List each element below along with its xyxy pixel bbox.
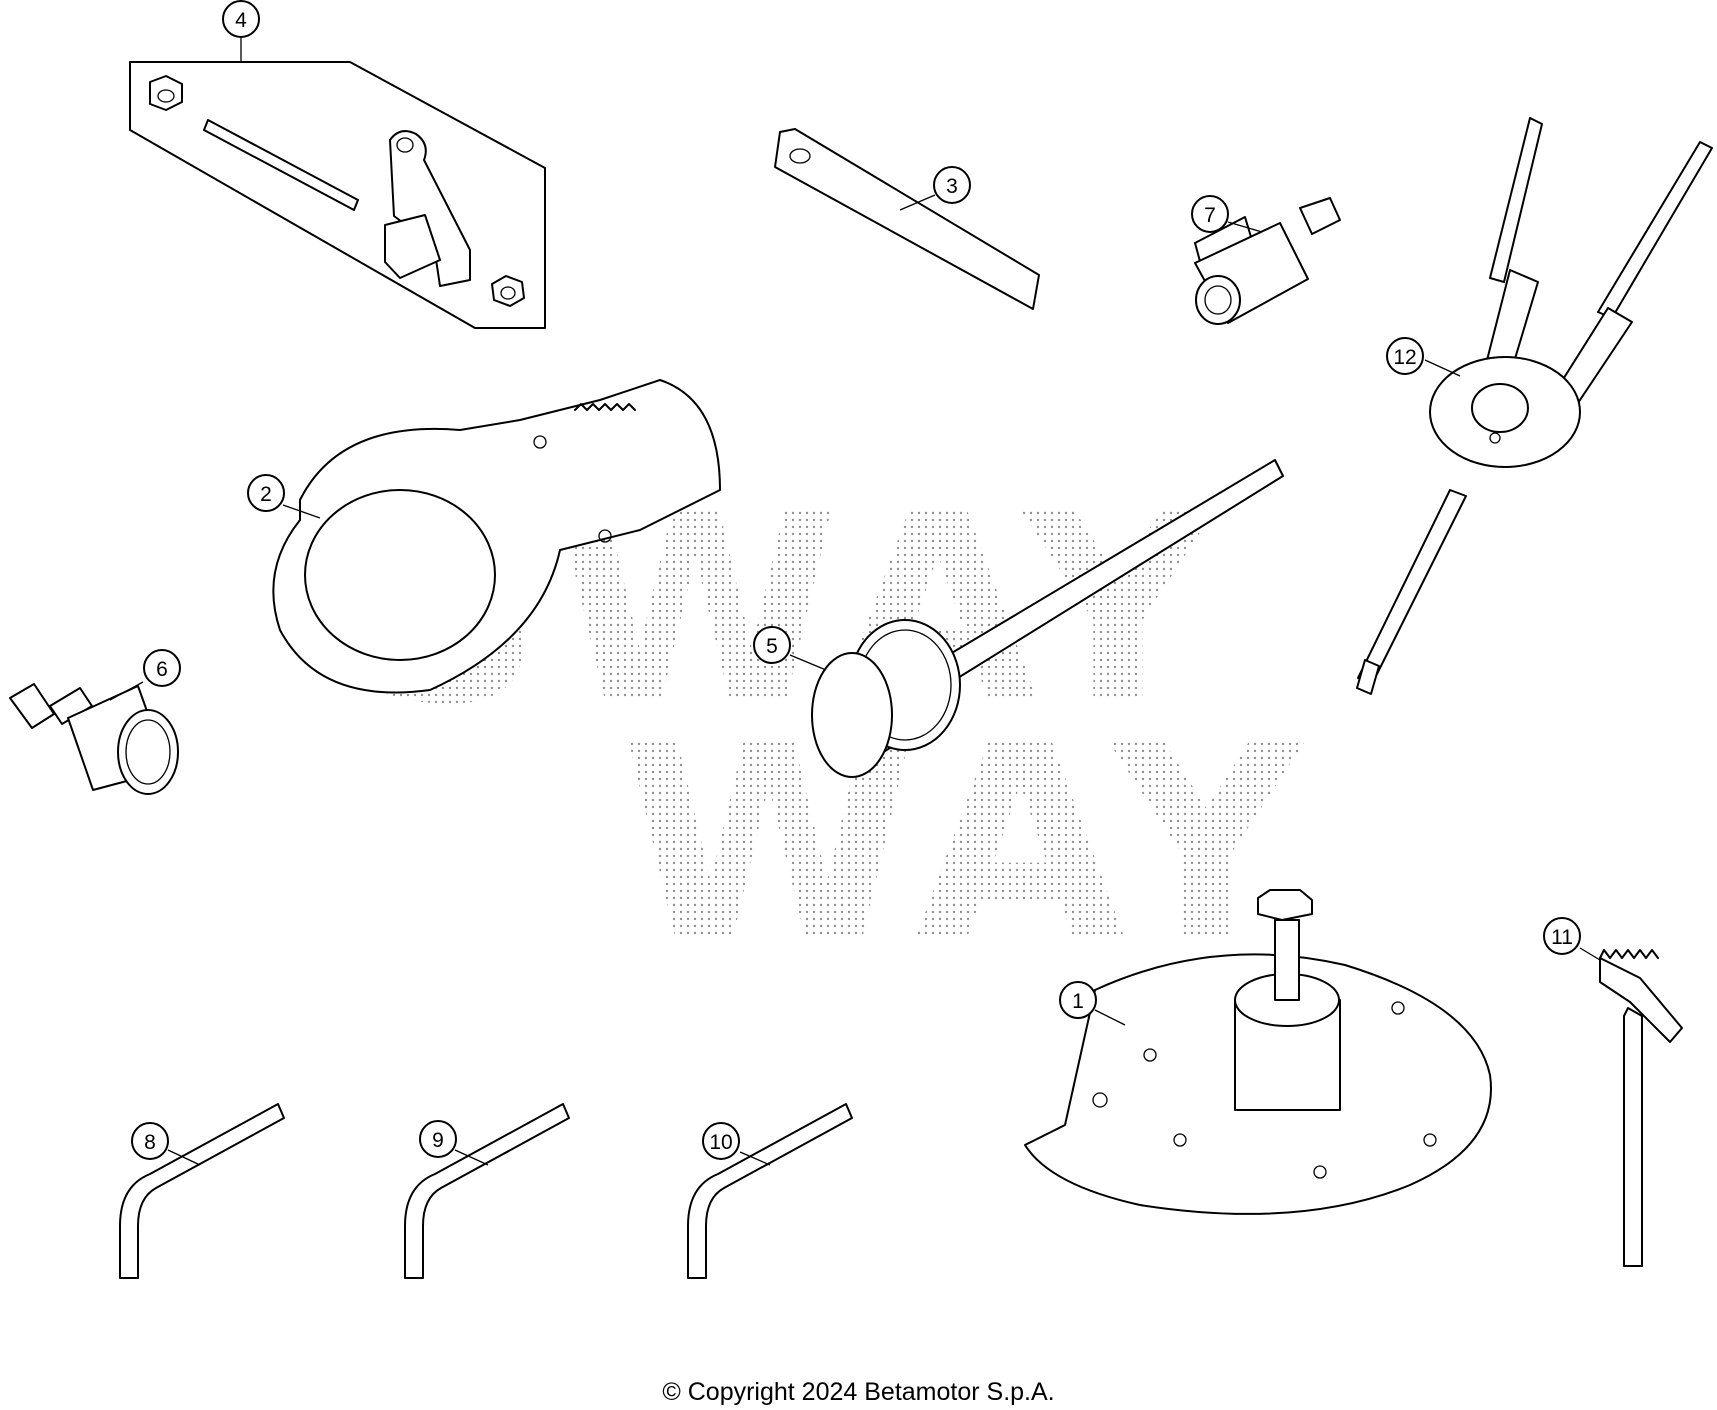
callout-4: 4 — [222, 0, 260, 38]
callout-circle — [1386, 337, 1424, 375]
callout-label: 8 — [144, 1131, 156, 1154]
callout-circle — [753, 626, 791, 664]
callout-label: 5 — [766, 635, 778, 658]
callout-1: 1 — [1059, 981, 1097, 1019]
callout-label: 7 — [1204, 204, 1216, 227]
part-12-fork-tool — [1356, 117, 1713, 695]
callout-circle — [131, 1122, 169, 1160]
callout-label: 4 — [235, 9, 247, 32]
callout-circle — [143, 649, 181, 687]
callout-8: 8 — [131, 1122, 169, 1160]
callout-label: 1 — [1072, 990, 1084, 1013]
part-4-tool-kit — [129, 61, 546, 329]
callout-6: 6 — [143, 649, 181, 687]
callout-7: 7 — [1191, 195, 1229, 233]
callout-circle — [1191, 195, 1229, 233]
part-2-ring-nut-wrench — [272, 379, 721, 694]
callout-label: 9 — [432, 1129, 444, 1152]
callout-circle — [222, 0, 260, 38]
callout-label: 2 — [260, 483, 272, 506]
callout-circle — [933, 166, 971, 204]
part-11-toothed-hook-tool — [1599, 949, 1683, 1267]
watermark: SWAY WAY — [355, 460, 1314, 999]
callout-label: 12 — [1393, 346, 1416, 369]
leader-lines — [109, 38, 1601, 1166]
callout-2: 2 — [247, 474, 285, 512]
callout-circle — [1059, 981, 1097, 1019]
watermark-text-bottom: WAY — [620, 684, 1314, 999]
callout-10: 10 — [702, 1122, 740, 1160]
part-3-flat-bar-wrench — [774, 128, 1040, 310]
part-6-threaded-puller — [9, 683, 179, 795]
copyright-notice: © Copyright 2024 Betamotor S.p.A. — [662, 1378, 1055, 1406]
callout-circle — [1543, 917, 1581, 955]
part-10-hex-key — [687, 1103, 853, 1279]
callout-5: 5 — [753, 626, 791, 664]
part-8-hex-key — [119, 1103, 285, 1279]
part-7-socket — [1194, 197, 1341, 325]
callout-label: 3 — [946, 175, 958, 198]
callout-label: 11 — [1551, 926, 1573, 949]
callout-3: 3 — [933, 166, 971, 204]
callout-12: 12 — [1386, 337, 1424, 375]
part-1-flywheel-puller — [1024, 889, 1492, 1215]
part-5-cylindrical-wrench — [811, 459, 1284, 778]
callout-circle — [419, 1120, 457, 1158]
callout-circle — [702, 1122, 740, 1160]
callout-circle — [247, 474, 285, 512]
callout-11: 11 — [1543, 917, 1581, 955]
callout-label: 10 — [709, 1131, 732, 1154]
callout-9: 9 — [419, 1120, 457, 1158]
part-9-hex-key — [404, 1103, 570, 1279]
callout-label: 6 — [156, 658, 168, 681]
